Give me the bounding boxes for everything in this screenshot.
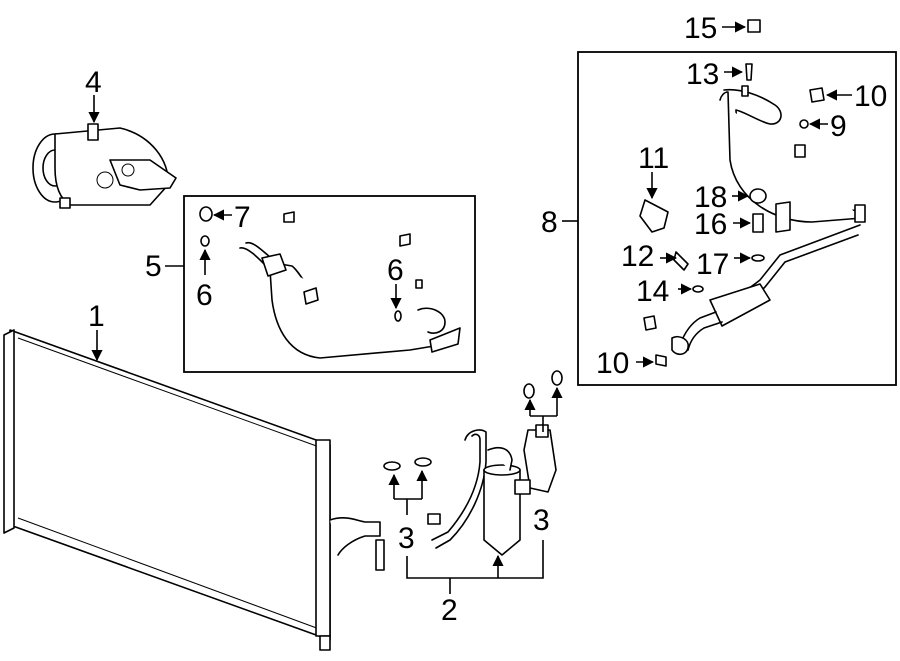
part-10a-cap <box>809 87 825 103</box>
callout-6b: 6 <box>387 254 404 287</box>
oring-3b-left <box>523 383 535 399</box>
part-17-oring <box>751 254 765 262</box>
callout-14: 14 <box>636 275 669 308</box>
part-12-fitting <box>673 251 689 271</box>
oring-3a-right <box>414 457 432 467</box>
part-13-valve-core <box>745 63 753 81</box>
callout-5: 5 <box>145 250 162 283</box>
line-assembly-box <box>577 51 897 386</box>
callout-7: 7 <box>234 201 251 234</box>
callout-2: 2 <box>441 594 458 627</box>
callout-6a: 6 <box>196 279 213 312</box>
callout-1: 1 <box>88 300 105 333</box>
receiver-drier-drawing <box>427 424 557 556</box>
callout-18: 18 <box>694 181 727 214</box>
callout-3a-bracket <box>394 498 422 515</box>
compressor-drawing <box>32 123 177 209</box>
callout-10a: 10 <box>854 80 887 113</box>
part-14-oring <box>692 285 704 293</box>
part-15-cap <box>747 19 761 33</box>
callout-16: 16 <box>694 208 727 241</box>
part-16-valve <box>752 213 764 233</box>
part-18-cap <box>749 188 767 204</box>
callout-3b: 3 <box>533 504 550 537</box>
oring-3b-right <box>551 370 563 386</box>
callout-13: 13 <box>686 58 719 91</box>
condenser-drawing <box>3 329 385 651</box>
callout-10b: 10 <box>596 347 629 380</box>
hose-assembly-drawing <box>199 206 461 359</box>
part-9-oring <box>799 119 809 129</box>
part-11-pressure-switch <box>639 199 669 233</box>
callout-3a: 3 <box>398 522 415 555</box>
callout-12: 12 <box>621 240 654 273</box>
part-10b-cap <box>655 354 667 367</box>
callout-8: 8 <box>541 206 558 239</box>
callout-9: 9 <box>830 110 847 143</box>
callout-15: 15 <box>684 12 717 45</box>
callout-4: 4 <box>85 66 102 99</box>
callout-17: 17 <box>696 248 729 281</box>
callout-3b-bracket <box>530 415 557 432</box>
callout-11: 11 <box>638 142 669 175</box>
oring-3a-left <box>383 461 401 471</box>
hose-assembly-box <box>183 195 476 373</box>
callout-2-bracket <box>406 540 544 594</box>
